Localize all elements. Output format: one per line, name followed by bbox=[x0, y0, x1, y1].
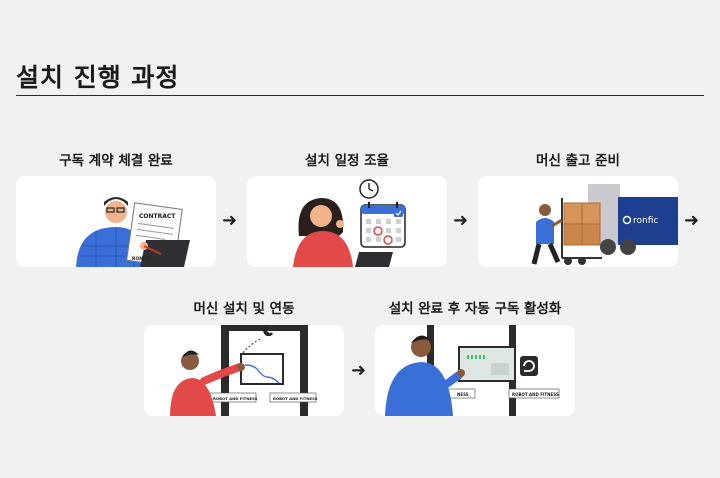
brand-text: RONFIC bbox=[132, 256, 152, 262]
panel-left-label: NESS bbox=[457, 392, 469, 397]
title-divider bbox=[16, 95, 704, 96]
truck-brand: ronfic bbox=[633, 216, 658, 226]
activation-illustration: NESS ROBOT AND FITNESS bbox=[375, 325, 575, 416]
panel-right-label: ROBOT AND FITNESS bbox=[512, 392, 559, 397]
step-4-label: 머신 설치 및 연동 bbox=[144, 297, 344, 317]
shipping-illustration: ronfic bbox=[478, 176, 678, 267]
arrow-icon: ➜ bbox=[453, 210, 468, 231]
contract-text: CONTRACT bbox=[139, 213, 176, 220]
step-1-label: 구독 계약 체결 완료 bbox=[16, 149, 216, 169]
arrow-icon: ➜ bbox=[222, 210, 237, 231]
panel-left-label: ROBOT AND FITNESS bbox=[213, 396, 258, 401]
arrow-icon: ➜ bbox=[351, 360, 366, 381]
step-4-card: ROBOT AND FITNESS ROBOT AND FITNESS bbox=[144, 325, 344, 416]
contract-illustration: CONTRACT RONFIC bbox=[16, 176, 216, 267]
step-1-card: CONTRACT RONFIC bbox=[16, 176, 216, 267]
install-illustration: ROBOT AND FITNESS ROBOT AND FITNESS bbox=[144, 325, 344, 416]
step-3-card: ronfic bbox=[478, 176, 678, 267]
step-2-label: 설치 일정 조율 bbox=[247, 149, 447, 169]
step-5-label: 설치 완료 후 자동 구독 활성화 bbox=[375, 297, 575, 317]
step-3-label: 머신 출고 준비 bbox=[478, 149, 678, 169]
panel-right-label: ROBOT AND FITNESS bbox=[273, 396, 318, 401]
page-title: 설치 진행 과정 bbox=[16, 58, 179, 94]
arrow-icon: ➜ bbox=[684, 210, 699, 231]
schedule-illustration bbox=[247, 176, 447, 267]
step-2-card bbox=[247, 176, 447, 267]
step-5-card: NESS ROBOT AND FITNESS bbox=[375, 325, 575, 416]
